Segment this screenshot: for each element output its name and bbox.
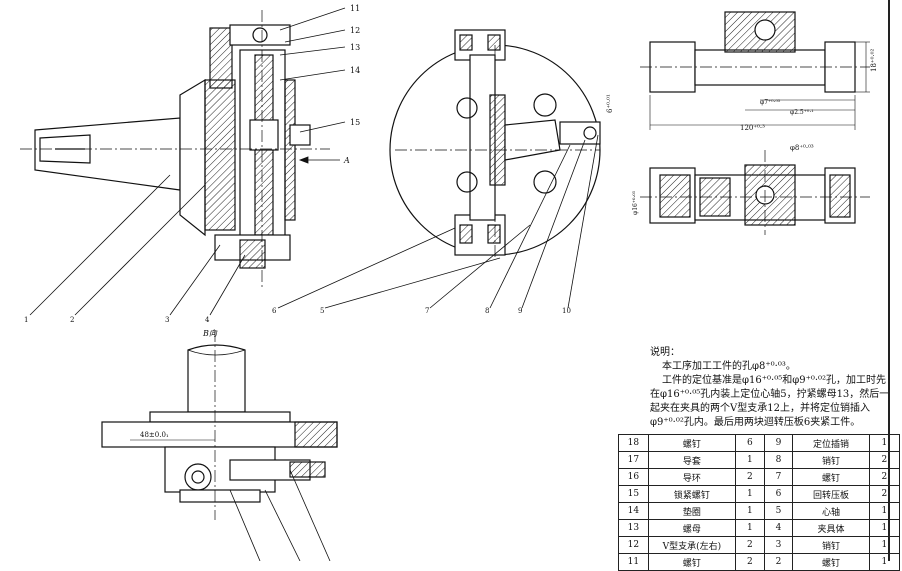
parts-cell: 15 xyxy=(618,485,649,503)
parts-cell: 7 xyxy=(763,468,794,486)
right-border xyxy=(888,0,890,561)
parts-cell: 2 xyxy=(735,553,765,571)
parts-cell: 13 xyxy=(618,519,649,537)
parts-cell: 6 xyxy=(763,485,794,503)
label-8: 8 xyxy=(485,307,489,315)
dim-phi2-5: φ2.5⁺⁰·¹ xyxy=(790,109,814,116)
parts-cell: 1 xyxy=(868,553,901,571)
parts-cell: 2 xyxy=(763,553,794,571)
parts-cell: 1 xyxy=(868,502,901,520)
dim-phi8: φ8⁺⁰·⁰³ xyxy=(790,144,814,152)
parts-cell: 导套 xyxy=(647,451,737,469)
b-view-dimension: 48±0.0₁ xyxy=(140,431,169,439)
parts-cell: 1 xyxy=(735,451,765,469)
parts-cell: 2 xyxy=(868,468,901,486)
parts-cell: 螺钉 xyxy=(792,553,870,571)
notes-block: 说明： 本工序加工工件的孔φ8⁺⁰·⁰³。 工件的定位基准是φ16⁺⁰·⁰⁵和φ… xyxy=(650,346,890,430)
notes-line-2: 工件的定位基准是φ16⁺⁰·⁰⁵和φ9⁺⁰·⁰²孔，加工时先在φ16⁺⁰·⁰⁵孔… xyxy=(650,375,890,428)
fixture-front-view xyxy=(389,29,601,260)
workpiece-top-view xyxy=(640,11,870,130)
dim-6: 6⁺⁰·⁰¹ xyxy=(606,94,614,113)
workpiece-section-view xyxy=(640,150,870,235)
section-arrow-label: A xyxy=(343,156,350,165)
parts-cell: 定位插销 xyxy=(792,434,870,452)
parts-cell: 心轴 xyxy=(792,502,870,520)
parts-cell: 18 xyxy=(618,434,649,452)
label-11: 11 xyxy=(350,4,360,13)
leader-labels-top: 11 12 13 14 15 A xyxy=(343,4,360,165)
label-10: 10 xyxy=(562,307,571,315)
parts-cell: 1 xyxy=(868,519,901,537)
notes-title: 说明： xyxy=(650,347,680,358)
label-4: 4 xyxy=(205,316,210,324)
parts-cell: 9 xyxy=(763,434,794,452)
notes-line-1: 本工序加工工件的孔φ8⁺⁰·⁰³。 xyxy=(662,361,796,372)
parts-cell: 1 xyxy=(735,485,765,503)
label-14: 14 xyxy=(350,66,360,75)
parts-cell: 1 xyxy=(735,502,765,520)
parts-cell: 8 xyxy=(763,451,794,469)
label-1: 1 xyxy=(24,316,28,324)
parts-cell: 5 xyxy=(763,502,794,520)
parts-cell: 螺钉 xyxy=(647,434,737,452)
label-15: 15 xyxy=(350,118,360,127)
parts-cell: 导环 xyxy=(647,468,737,486)
label-3: 3 xyxy=(165,316,169,324)
dim-phi7: φ7⁺⁰·⁰⁵ xyxy=(760,99,781,106)
label-7: 7 xyxy=(425,307,429,315)
parts-cell: 3 xyxy=(763,536,794,554)
label-9: 9 xyxy=(518,307,522,315)
parts-cell: 12 xyxy=(618,536,649,554)
parts-cell: 夹具体 xyxy=(792,519,870,537)
b-view xyxy=(101,330,338,561)
parts-cell: 垫圈 xyxy=(647,502,737,520)
parts-cell: 6 xyxy=(735,434,765,452)
parts-cell: 螺钉 xyxy=(792,468,870,486)
dim-120: 120⁺⁰·³ xyxy=(740,124,765,132)
parts-cell: 2 xyxy=(868,485,901,503)
parts-cell: 回转压板 xyxy=(792,485,870,503)
parts-cell: 2 xyxy=(735,536,765,554)
parts-cell: 1 xyxy=(735,519,765,537)
parts-cell: 螺钉 xyxy=(647,553,737,571)
leader-lines-top xyxy=(279,7,346,164)
parts-cell: 16 xyxy=(618,468,649,486)
dim-phi16: φ16⁺⁰·⁰⁵ xyxy=(632,190,639,215)
parts-cell: 4 xyxy=(763,519,794,537)
label-12: 12 xyxy=(350,26,360,35)
parts-cell: 17 xyxy=(618,451,649,469)
label-13: 13 xyxy=(350,43,360,52)
label-2: 2 xyxy=(70,316,74,324)
b-view-title: B向 xyxy=(202,329,218,338)
leader-labels-bottom: 1 2 3 4 6 5 7 8 9 10 xyxy=(24,307,571,324)
parts-cell: 11 xyxy=(618,553,649,571)
parts-cell: 1 xyxy=(868,536,901,554)
parts-cell: 14 xyxy=(618,502,649,520)
label-6: 6 xyxy=(272,307,277,315)
parts-cell: 锁紧螺钉 xyxy=(647,485,737,503)
parts-cell: 2 xyxy=(735,468,765,486)
parts-cell: 2 xyxy=(868,451,901,469)
parts-cell: V型支承(左右) xyxy=(647,536,737,554)
leader-lines-bottom xyxy=(29,134,599,316)
parts-cell: 销钉 xyxy=(792,451,870,469)
parts-cell: 销钉 xyxy=(792,536,870,554)
parts-cell: 螺母 xyxy=(647,519,737,537)
dim-18: 18⁺⁰·⁰² xyxy=(870,49,878,72)
parts-cell: 1 xyxy=(868,434,901,452)
label-5: 5 xyxy=(320,307,324,315)
fixture-side-section xyxy=(20,10,330,290)
